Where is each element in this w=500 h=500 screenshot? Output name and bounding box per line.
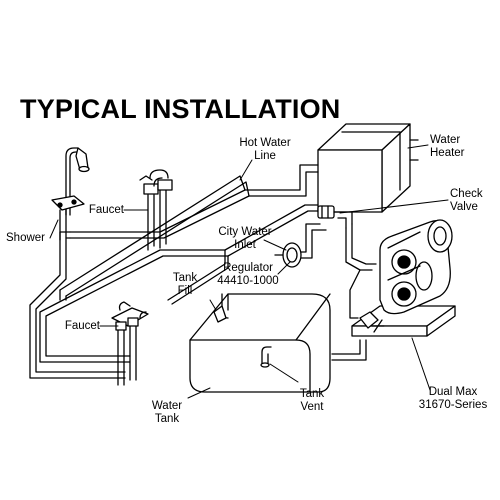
- callout-leaders: [49, 144, 449, 399]
- shower-fixture: [51, 147, 90, 241]
- label-check-valve: Check Valve: [450, 188, 483, 213]
- tank-vent-pipe: [260, 346, 272, 368]
- water-tank-body: [189, 293, 331, 393]
- label-water-heater: Water Heater: [430, 134, 465, 159]
- tank-fill-pipe: [213, 293, 229, 323]
- lower-faucet-fixture: [111, 301, 149, 386]
- tank-supply-line: [331, 339, 367, 361]
- label-shower: Shower: [6, 232, 45, 244]
- regulator-assembly: [274, 223, 327, 268]
- label-faucet-lower: Faucet: [64, 320, 100, 332]
- label-regulator: Regulator 44410-1000: [217, 262, 279, 287]
- label-dual-max: Dual Max 31670-Series: [418, 386, 488, 411]
- cold-water-lines: [39, 204, 319, 363]
- label-tank-fill: Tank Fill: [172, 272, 198, 297]
- label-faucet-upper: Faucet: [88, 204, 124, 216]
- diagram-title: TYPICAL INSTALLATION: [20, 94, 341, 124]
- label-tank-vent: Tank Vent: [299, 388, 325, 413]
- dual-max-pump: [351, 219, 456, 337]
- upper-faucet-fixture: [139, 169, 173, 251]
- pump-supply-line: [345, 223, 377, 319]
- label-hot-water-line: Hot Water Line: [239, 137, 291, 162]
- label-water-tank: Water Tank: [151, 400, 183, 425]
- check-valve-fitting: [317, 205, 353, 229]
- water-heater-unit: [317, 123, 419, 213]
- label-city-water-inlet: City Water Inlet: [218, 226, 272, 251]
